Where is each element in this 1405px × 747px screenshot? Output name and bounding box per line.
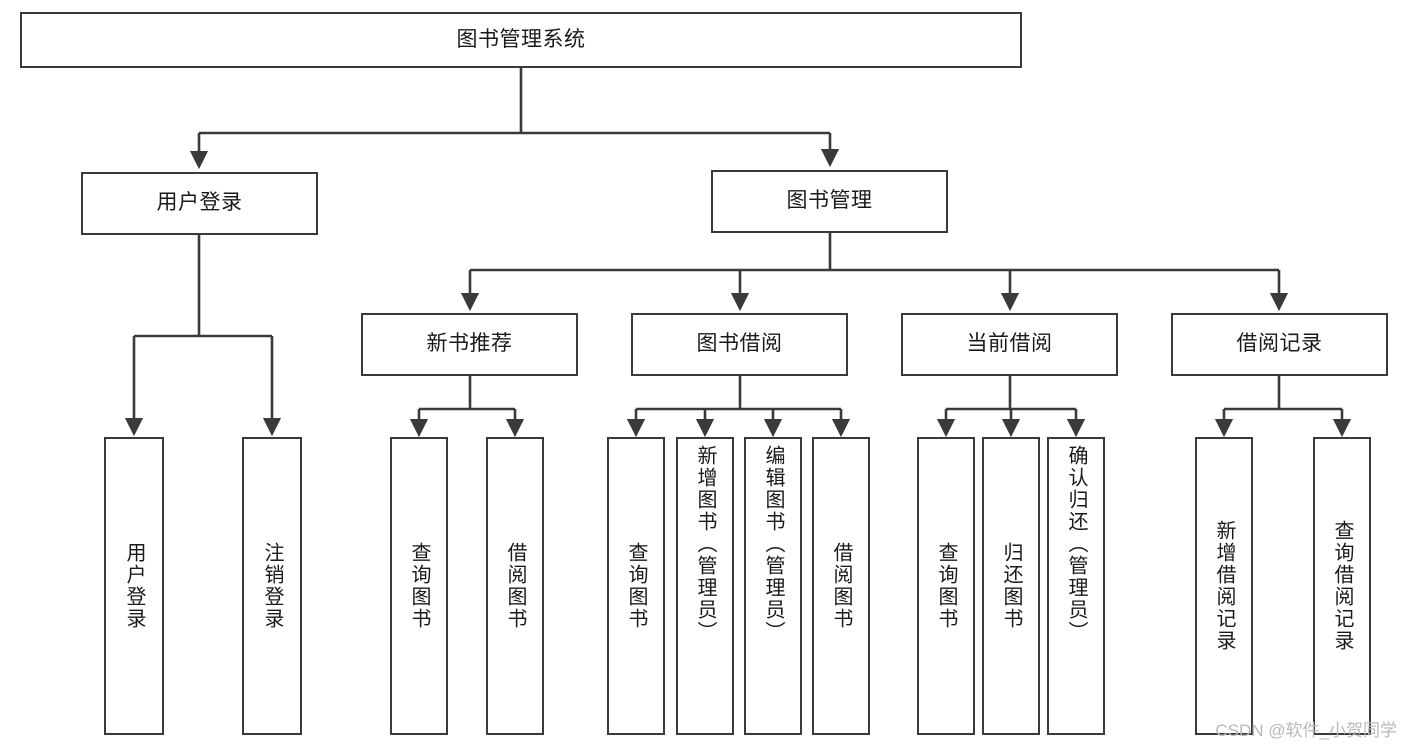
node-user-login[interactable]: 用户登录 <box>81 172 318 235</box>
node-leaf-confirm-return-admin-label: 确认归还（管理员） <box>1065 445 1087 643</box>
node-leaf-add-borrow-record[interactable]: 新增借阅记录 <box>1195 437 1253 735</box>
node-root-label: 图书管理系统 <box>456 27 586 51</box>
node-leaf-query-book-cb-label: 查询图书 <box>935 542 957 630</box>
node-book-management-label: 图书管理 <box>786 189 873 213</box>
node-leaf-return-book-label: 归还图书 <box>1000 542 1022 630</box>
node-borrow-record-label: 借阅记录 <box>1236 332 1323 356</box>
node-leaf-edit-book-admin-label: 编辑图书（管理员） <box>762 445 784 643</box>
node-leaf-add-book-admin[interactable]: 新增图书（管理员） <box>676 437 734 735</box>
node-leaf-add-book-admin-label: 新增图书（管理员） <box>694 445 716 643</box>
node-leaf-query-book-cb[interactable]: 查询图书 <box>917 437 975 735</box>
node-leaf-query-book-nbr[interactable]: 查询图书 <box>390 437 448 735</box>
node-new-book-recommend[interactable]: 新书推荐 <box>361 313 578 376</box>
node-current-borrow[interactable]: 当前借阅 <box>901 313 1118 376</box>
node-leaf-borrow-book-nbr[interactable]: 借阅图书 <box>486 437 544 735</box>
node-leaf-user-login-label: 用户登录 <box>123 542 145 630</box>
node-leaf-borrow-book-nbr-label: 借阅图书 <box>504 542 526 630</box>
node-book-management[interactable]: 图书管理 <box>711 170 948 233</box>
node-new-book-recommend-label: 新书推荐 <box>426 332 513 356</box>
node-leaf-borrow-book-bb[interactable]: 借阅图书 <box>812 437 870 735</box>
node-leaf-logout[interactable]: 注销登录 <box>242 437 302 735</box>
node-leaf-add-borrow-record-label: 新增借阅记录 <box>1213 520 1235 652</box>
node-leaf-query-book-nbr-label: 查询图书 <box>408 542 430 630</box>
node-leaf-query-book-bb[interactable]: 查询图书 <box>607 437 665 735</box>
node-book-borrow-label: 图书借阅 <box>696 332 783 356</box>
node-leaf-edit-book-admin[interactable]: 编辑图书（管理员） <box>744 437 802 735</box>
node-leaf-query-borrow-record-label: 查询借阅记录 <box>1331 520 1353 652</box>
node-root[interactable]: 图书管理系统 <box>20 12 1022 68</box>
node-leaf-query-book-bb-label: 查询图书 <box>625 542 647 630</box>
node-leaf-logout-label: 注销登录 <box>261 542 283 630</box>
node-current-borrow-label: 当前借阅 <box>966 332 1053 356</box>
node-leaf-query-borrow-record[interactable]: 查询借阅记录 <box>1313 437 1371 735</box>
node-leaf-return-book[interactable]: 归还图书 <box>982 437 1040 735</box>
node-user-login-label: 用户登录 <box>156 191 243 215</box>
node-borrow-record[interactable]: 借阅记录 <box>1171 313 1388 376</box>
node-book-borrow[interactable]: 图书借阅 <box>631 313 848 376</box>
node-leaf-confirm-return-admin[interactable]: 确认归还（管理员） <box>1047 437 1105 735</box>
node-leaf-borrow-book-bb-label: 借阅图书 <box>830 542 852 630</box>
node-leaf-user-login[interactable]: 用户登录 <box>104 437 164 735</box>
